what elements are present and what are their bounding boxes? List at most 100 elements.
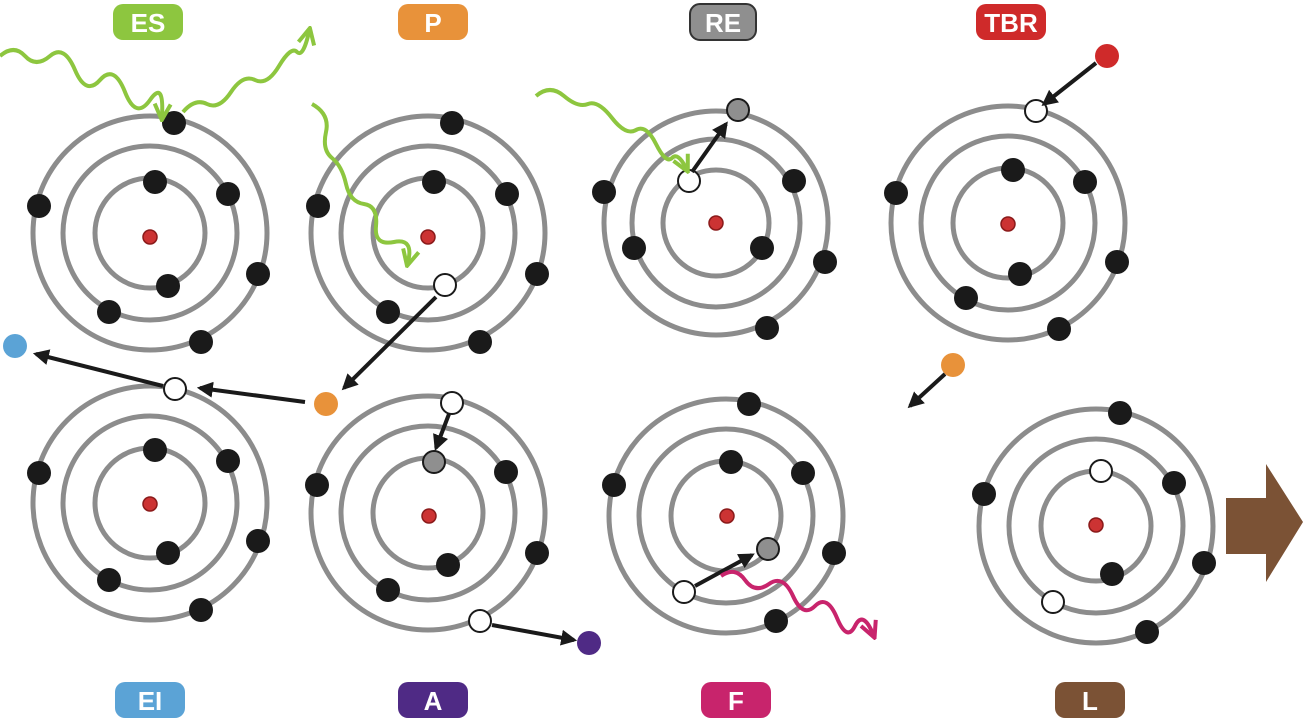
electron <box>1162 471 1186 495</box>
electron <box>782 169 806 193</box>
label-a-text: A <box>424 686 443 716</box>
label-es: ES <box>113 4 183 40</box>
label-ei-text: EI <box>138 686 163 716</box>
electron <box>1135 620 1159 644</box>
electron <box>189 330 213 354</box>
atom-a-orbit-outer <box>308 393 548 633</box>
electron <box>737 392 761 416</box>
atom-ei-orbit-middle <box>60 413 240 593</box>
ejected-electron-arrow-icon <box>32 349 164 388</box>
atom-l-orbit-outer <box>976 406 1216 646</box>
atom-l-particles <box>972 401 1216 644</box>
atom-es-orbit-outer <box>30 113 270 353</box>
label-p-text: P <box>424 8 441 38</box>
electron <box>216 449 240 473</box>
electron-vacancy <box>672 580 696 604</box>
electron <box>305 473 329 497</box>
electron <box>755 316 779 340</box>
electron <box>216 182 240 206</box>
excited-electron <box>756 537 780 561</box>
electron <box>622 236 646 260</box>
electron-vacancy <box>468 609 492 633</box>
atom-l <box>976 406 1216 646</box>
electron <box>97 568 121 592</box>
incoming-electron <box>1095 44 1119 68</box>
excitation-arrow-icon <box>690 121 728 174</box>
transition-arrow-icon <box>694 553 755 588</box>
atom-p-orbit-middle <box>338 143 518 323</box>
atom-p-nucleus <box>420 229 436 245</box>
photoelectron <box>314 392 338 416</box>
atom-l-nucleus <box>1088 517 1104 533</box>
label-es-pill <box>113 4 183 40</box>
photon-in-icon <box>0 48 162 116</box>
electron <box>1001 158 1025 182</box>
atom-tbr-nucleus <box>1000 216 1016 232</box>
label-tbr-pill <box>976 4 1046 40</box>
electron-vacancy <box>440 391 464 415</box>
electron <box>592 180 616 204</box>
electron <box>376 300 400 324</box>
label-f-pill <box>701 682 771 718</box>
electron <box>1047 317 1071 341</box>
atom-es-orbit-middle <box>60 143 240 323</box>
third-body-arrow-icon <box>907 372 947 409</box>
electron <box>1073 170 1097 194</box>
electron <box>525 541 549 565</box>
label-a: A <box>398 682 468 718</box>
atom-l-orbit-middle <box>1006 436 1186 616</box>
atom-a-particles <box>305 391 549 633</box>
electron <box>764 609 788 633</box>
atom-a-nucleus <box>421 508 437 524</box>
atom-ei <box>30 383 270 623</box>
atom-a-orbit-middle <box>338 423 518 603</box>
label-tbr-text: TBR <box>984 8 1038 38</box>
electron <box>1100 562 1124 586</box>
auger-electron <box>577 631 601 655</box>
label-re-text: RE <box>705 8 741 38</box>
big-arrow-icon <box>1226 464 1303 582</box>
label-f: F <box>701 682 771 718</box>
electron <box>750 236 774 260</box>
electron <box>468 330 492 354</box>
photon-in-icon <box>534 88 686 168</box>
atom-re-nucleus <box>708 215 724 231</box>
atom-f-orbit-outer <box>606 396 846 636</box>
decayed-electron <box>422 450 446 474</box>
label-l-pill <box>1055 682 1125 718</box>
label-es-text: ES <box>131 8 166 38</box>
electron <box>494 460 518 484</box>
label-ei: EI <box>115 682 185 718</box>
electron <box>246 529 270 553</box>
electron <box>954 286 978 310</box>
atom-re-particles <box>592 98 837 340</box>
atom-f-particles <box>602 392 846 633</box>
electron <box>525 262 549 286</box>
electron <box>791 461 815 485</box>
capture-arrow-icon <box>1041 61 1098 106</box>
electron <box>306 194 330 218</box>
atom-ei-orbit-outer <box>30 383 270 623</box>
electron <box>1008 262 1032 286</box>
atom-es-particles <box>27 111 270 354</box>
electron <box>376 578 400 602</box>
electron <box>143 170 167 194</box>
label-f-text: F <box>728 686 744 716</box>
atom-p-particles <box>306 111 549 354</box>
atom-tbr-orbit-middle <box>918 133 1098 313</box>
photon-in-icon <box>310 102 409 262</box>
atom-ei-particles <box>27 377 270 622</box>
electron <box>884 181 908 205</box>
electron-vacancy <box>1089 459 1113 483</box>
electron <box>97 300 121 324</box>
label-a-pill <box>398 682 468 718</box>
label-l-text: L <box>1082 686 1098 716</box>
decay-arrow-icon <box>433 413 451 451</box>
electron <box>27 461 51 485</box>
electron <box>822 541 846 565</box>
electron <box>495 182 519 206</box>
atom-tbr-particles <box>884 99 1129 341</box>
electron <box>162 111 186 135</box>
atom-tbr-orbit-outer <box>888 103 1128 343</box>
